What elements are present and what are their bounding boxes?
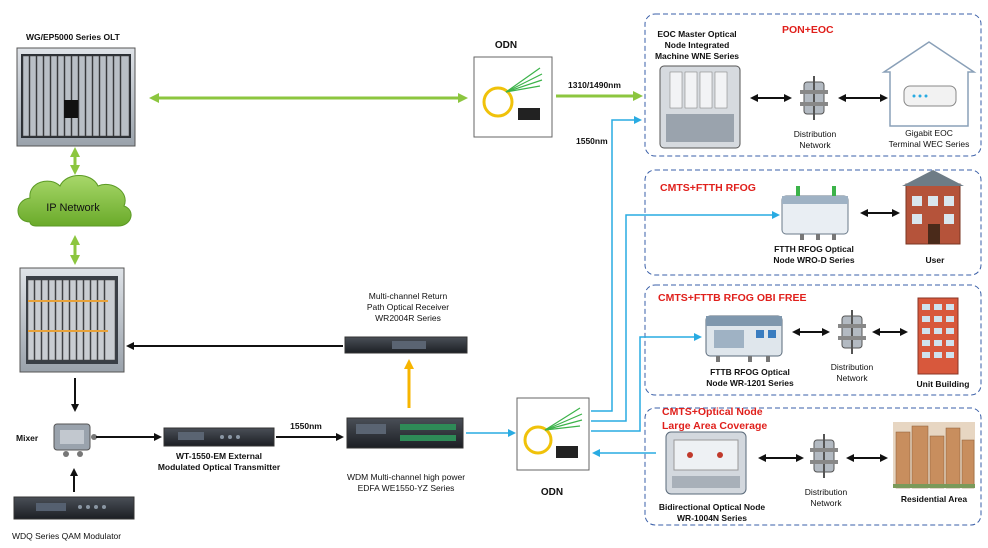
house-user-icon	[902, 170, 964, 245]
mixer-label: Mixer	[16, 433, 39, 443]
group-title-optical-node-1: CMTS+Optical Node	[662, 406, 763, 418]
dist-label-1a: Distribution	[794, 129, 837, 139]
transmitter-label-2: Modulated Optical Transmitter	[158, 462, 281, 472]
edfa-label-1: WDM Multi-channel high power	[347, 472, 465, 482]
wr-1004n-label-1: Bidirectional Optical Node	[659, 502, 766, 512]
dist-label-3b: Network	[836, 373, 868, 383]
odn-fttb-link	[591, 333, 702, 432]
wne-label-2: Node Integrated	[665, 40, 730, 50]
receiver-device	[344, 336, 468, 354]
unit-building-label: Unit Building	[917, 379, 970, 389]
cmts-rack	[19, 267, 125, 373]
odn-bottom-label: ODN	[541, 487, 563, 498]
wne-label-1: EOC Master Optical	[657, 29, 736, 39]
wl-1310: 1310/1490nm	[568, 80, 621, 90]
wne-device	[659, 65, 741, 149]
house-icon	[881, 41, 977, 127]
group-title-pon-eoc: PON+EOC	[782, 24, 834, 36]
dist-label-4b: Network	[810, 498, 842, 508]
wr-1201-device	[705, 315, 783, 362]
splitter-icon-3	[810, 434, 838, 478]
dist-label-3a: Distribution	[831, 362, 874, 372]
residential-area-icon	[893, 422, 975, 489]
splitter-icon-2	[838, 310, 866, 354]
dist-label-1b: Network	[799, 140, 831, 150]
wr-1201-label-2: Node WR-1201 Series	[706, 378, 794, 388]
group-title-ftth: CMTS+FTTH RFOG	[660, 182, 756, 194]
receiver-label-2: Path Optical Receiver	[367, 302, 449, 312]
odn-ftth-link	[591, 211, 780, 422]
transmitter-label-1: WT-1550-EM External	[176, 451, 262, 461]
wl-1550-mid: 1550nm	[290, 421, 322, 431]
wl-1550-top: 1550nm	[576, 136, 608, 146]
olt-label: WG/EP5000 Series OLT	[26, 32, 121, 42]
dist-label-4a: Distribution	[805, 487, 848, 497]
cloud-icon	[17, 175, 132, 227]
group-title-optical-node-2: Large Area Coverage	[662, 420, 767, 432]
odn-top-device	[473, 56, 553, 138]
wr-1201-label-1: FTTB RFOG Optical	[710, 367, 790, 377]
odn-wne-1550-link	[591, 116, 642, 412]
group-box-optical-node	[644, 407, 982, 526]
group-box-fttb	[644, 284, 982, 396]
receiver-label-3: WR2004R Series	[375, 313, 441, 323]
wec-label-1: Gigabit EOC	[905, 128, 953, 138]
edfa-label-2: EDFA WE1550-YZ Series	[358, 483, 455, 493]
edfa-device	[346, 417, 464, 449]
transmitter-device	[163, 427, 275, 447]
odn-bottom-device	[516, 397, 590, 471]
splitter-icon	[800, 76, 828, 120]
wne-label-3: Machine WNE Series	[655, 51, 739, 61]
mixer-device	[53, 423, 97, 457]
receiver-label-1: Multi-channel Return	[369, 291, 448, 301]
wro-d-label-1: FTTH RFOG Optical	[774, 244, 854, 254]
user-label: User	[926, 255, 946, 265]
olt-rack	[16, 47, 136, 147]
wec-label-2: Terminal WEC Series	[889, 139, 970, 149]
qam-label: WDQ Series QAM Modulator	[12, 531, 121, 541]
group-title-fttb: CMTS+FTTB RFOG OBI FREE	[658, 292, 806, 304]
wro-d-device	[781, 186, 849, 240]
wr-1004n-device	[665, 431, 747, 495]
group-box-pon-eoc	[644, 13, 982, 157]
ip-network-label: IP Network	[46, 202, 100, 214]
odn-top-label: ODN	[495, 40, 517, 51]
wro-d-label-2: Node WRO-D Series	[773, 255, 855, 265]
wr-1004n-label-2: WR-1004N Series	[677, 513, 747, 523]
residential-area-label: Residential Area	[901, 494, 968, 504]
qam-modulator-device	[13, 496, 135, 520]
building-icon	[917, 297, 959, 375]
